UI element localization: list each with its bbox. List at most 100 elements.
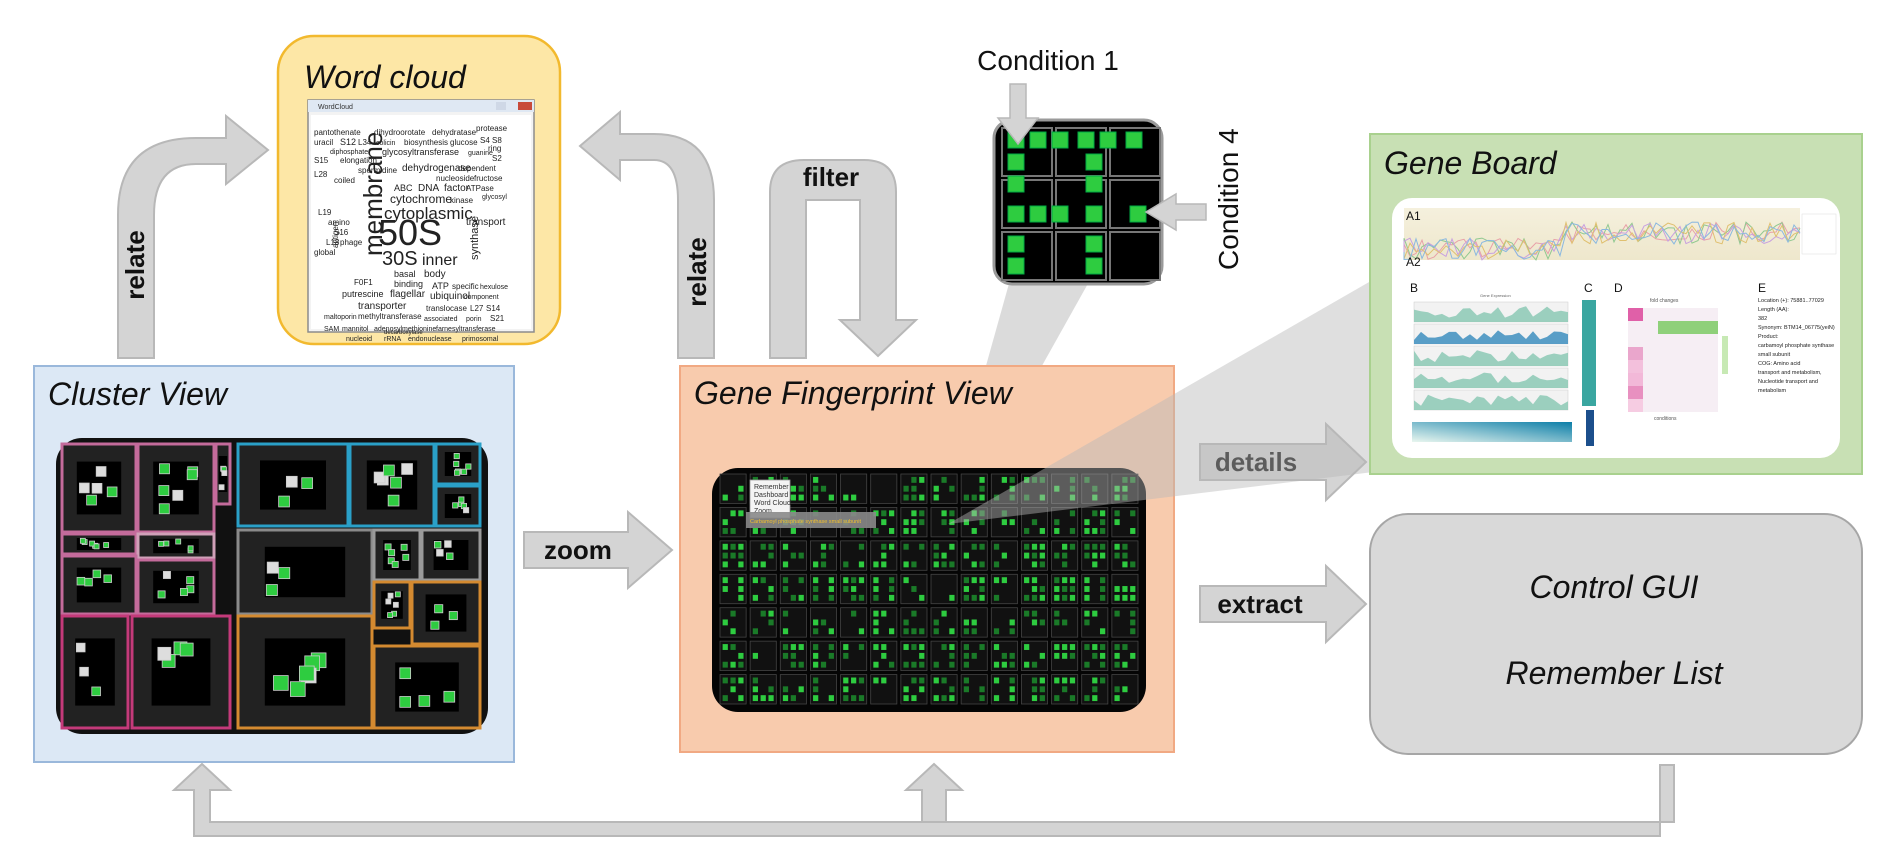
fingerprint-mini-cell: [730, 552, 736, 559]
window-close-button[interactable]: [518, 102, 532, 110]
fingerprint-mini-cell: [881, 644, 887, 650]
fingerprint-mini-cell: [760, 610, 766, 617]
fingerprint-mini-cell: [979, 510, 985, 517]
fingerprint-mini-cell: [722, 519, 728, 526]
cluster-cell: [463, 507, 470, 514]
gene-info-line: metabolism: [1758, 388, 1787, 394]
heatmap-cell: [1643, 373, 1658, 386]
fingerprint-mini-cell: [1122, 543, 1128, 550]
heatmap-cell: [1703, 386, 1718, 399]
fingerprint-mini-cell: [1069, 494, 1076, 501]
fingerprint-mini-cell: [903, 686, 909, 693]
cluster-treemap[interactable]: [56, 438, 488, 734]
control-gui-panel[interactable]: Control GUI Remember List: [1369, 513, 1863, 755]
context-menu-item-remember[interactable]: Remember: [754, 484, 789, 491]
expression-area-panels: [1413, 301, 1569, 411]
fingerprint-mini-cell: [752, 652, 758, 659]
details-zoom-cone: [948, 270, 1390, 524]
fingerprint-view-title: Gene Fingerprint View: [694, 375, 1014, 411]
fingerprint-mini-cell: [828, 577, 834, 584]
fingerprint-mini-cell: [858, 528, 865, 534]
wc-word: S2: [492, 154, 502, 163]
context-menu[interactable]: Remember Dashboard Word Cloud Zoom Carba…: [746, 479, 876, 528]
fingerprint-mini-cell: [889, 628, 895, 635]
cluster-cell: [446, 552, 454, 560]
fingerprint-mini-cell: [1092, 543, 1098, 550]
fingerprint-view-panel: Gene Fingerprint View Remember Dashboard…: [679, 270, 1390, 753]
fingerprint-mini-cell: [782, 610, 789, 617]
cluster-cell: [394, 591, 401, 598]
cluster-cell: [158, 540, 164, 547]
fingerprint-mini-cell: [1001, 577, 1007, 584]
heatmap-cell: [1628, 360, 1643, 373]
fingerprint-mini-cell: [738, 494, 744, 501]
cluster-cell: [79, 482, 90, 494]
cluster-tile[interactable]: [60, 554, 138, 616]
heatmap-cell: [1703, 334, 1718, 347]
fingerprint-mini-cell: [1122, 552, 1128, 559]
fingerprint-mini-cell: [1084, 619, 1090, 626]
cluster-cell: [86, 494, 97, 506]
cluster-tile[interactable]: [434, 484, 482, 528]
fingerprint-mini-cell: [903, 619, 909, 626]
cluster-cell: [273, 675, 289, 691]
cluster-cell: [443, 690, 456, 703]
zoom-arrow: [523, 509, 674, 591]
wc-word: ATP: [432, 281, 449, 291]
fingerprint-mini-cell: [730, 677, 736, 684]
fingerprint-mini-cell: [1092, 695, 1098, 702]
wc-word: cytoplasmic: [384, 204, 473, 223]
fingerprint-mini-cell: [993, 677, 1000, 684]
cluster-cell: [448, 611, 458, 621]
fingerprint-mini-cell: [1024, 552, 1030, 559]
fingerprint-mini-cell: [1100, 628, 1106, 635]
fingerprint-mini-cell: [1130, 594, 1136, 601]
cluster-cell: [162, 571, 171, 579]
fingerprint-mini-cell: [1039, 476, 1045, 483]
word-cloud-vertical-words: membrane synthase antigen: [331, 132, 481, 260]
feedback-loop-arrow: [171, 762, 1675, 837]
fingerprint-mini-cell: [1054, 586, 1060, 592]
cluster-cell: [391, 560, 399, 568]
cluster-tile[interactable]: [434, 442, 482, 486]
cluster-cell: [79, 666, 89, 677]
window-min-button[interactable]: [496, 102, 506, 110]
cluster-cell: [76, 576, 86, 586]
fingerprint-mini-cell: [949, 543, 955, 550]
context-menu-item-zoom[interactable]: Zoom: [754, 508, 772, 515]
fingerprint-mini-cell: [1084, 528, 1090, 534]
fingerprint-mini-cell: [813, 577, 819, 584]
fingerprint-mini-cell: [993, 494, 1000, 501]
wc-word: pantothenate: [314, 128, 361, 137]
fingerprint-mini-cell: [993, 695, 1000, 702]
fingerprint-mini-cell: [1001, 476, 1007, 483]
heatmap-cell: [1658, 334, 1673, 347]
fingerprint-mini-cell: [1054, 552, 1060, 559]
fingerprint-mini-cell: [903, 485, 909, 492]
wc-word: 30S: [382, 248, 418, 270]
fingerprint-mini-cell: [738, 594, 744, 601]
fingerprint-mini-cell: [1009, 519, 1015, 526]
fingerprint-cell[interactable]: [870, 473, 898, 504]
fingerprint-cell[interactable]: [749, 640, 777, 671]
fingerprint-mini-cell: [903, 644, 909, 650]
context-menu-item-dashboard[interactable]: Dashboard: [754, 492, 788, 499]
fingerprint-mini-cell: [752, 628, 758, 635]
wc-word: specific: [452, 282, 479, 291]
wc-word: phage: [340, 238, 363, 247]
fingerprint-mini-cell: [1100, 652, 1106, 659]
cluster-cell: [175, 538, 182, 545]
fingerprint-mini-cell: [993, 594, 1000, 601]
fingerprint-mini-cell: [1130, 610, 1136, 617]
fingerprint-mini-cell: [1039, 561, 1045, 568]
fingerprint-mini-cell: [1122, 494, 1128, 501]
fingerprint-mini-cell: [1031, 695, 1038, 702]
fingerprint-mini-cell: [858, 644, 865, 650]
fingerprint-mini-cell: [919, 543, 925, 550]
heatmap-cell: [1658, 399, 1673, 412]
context-menu-item-word-cloud[interactable]: Word Cloud: [754, 500, 791, 507]
gene-info-line: Nucleotide transport and: [1758, 379, 1818, 385]
cluster-cell: [434, 604, 444, 614]
fingerprint-mini-cell: [752, 528, 758, 534]
